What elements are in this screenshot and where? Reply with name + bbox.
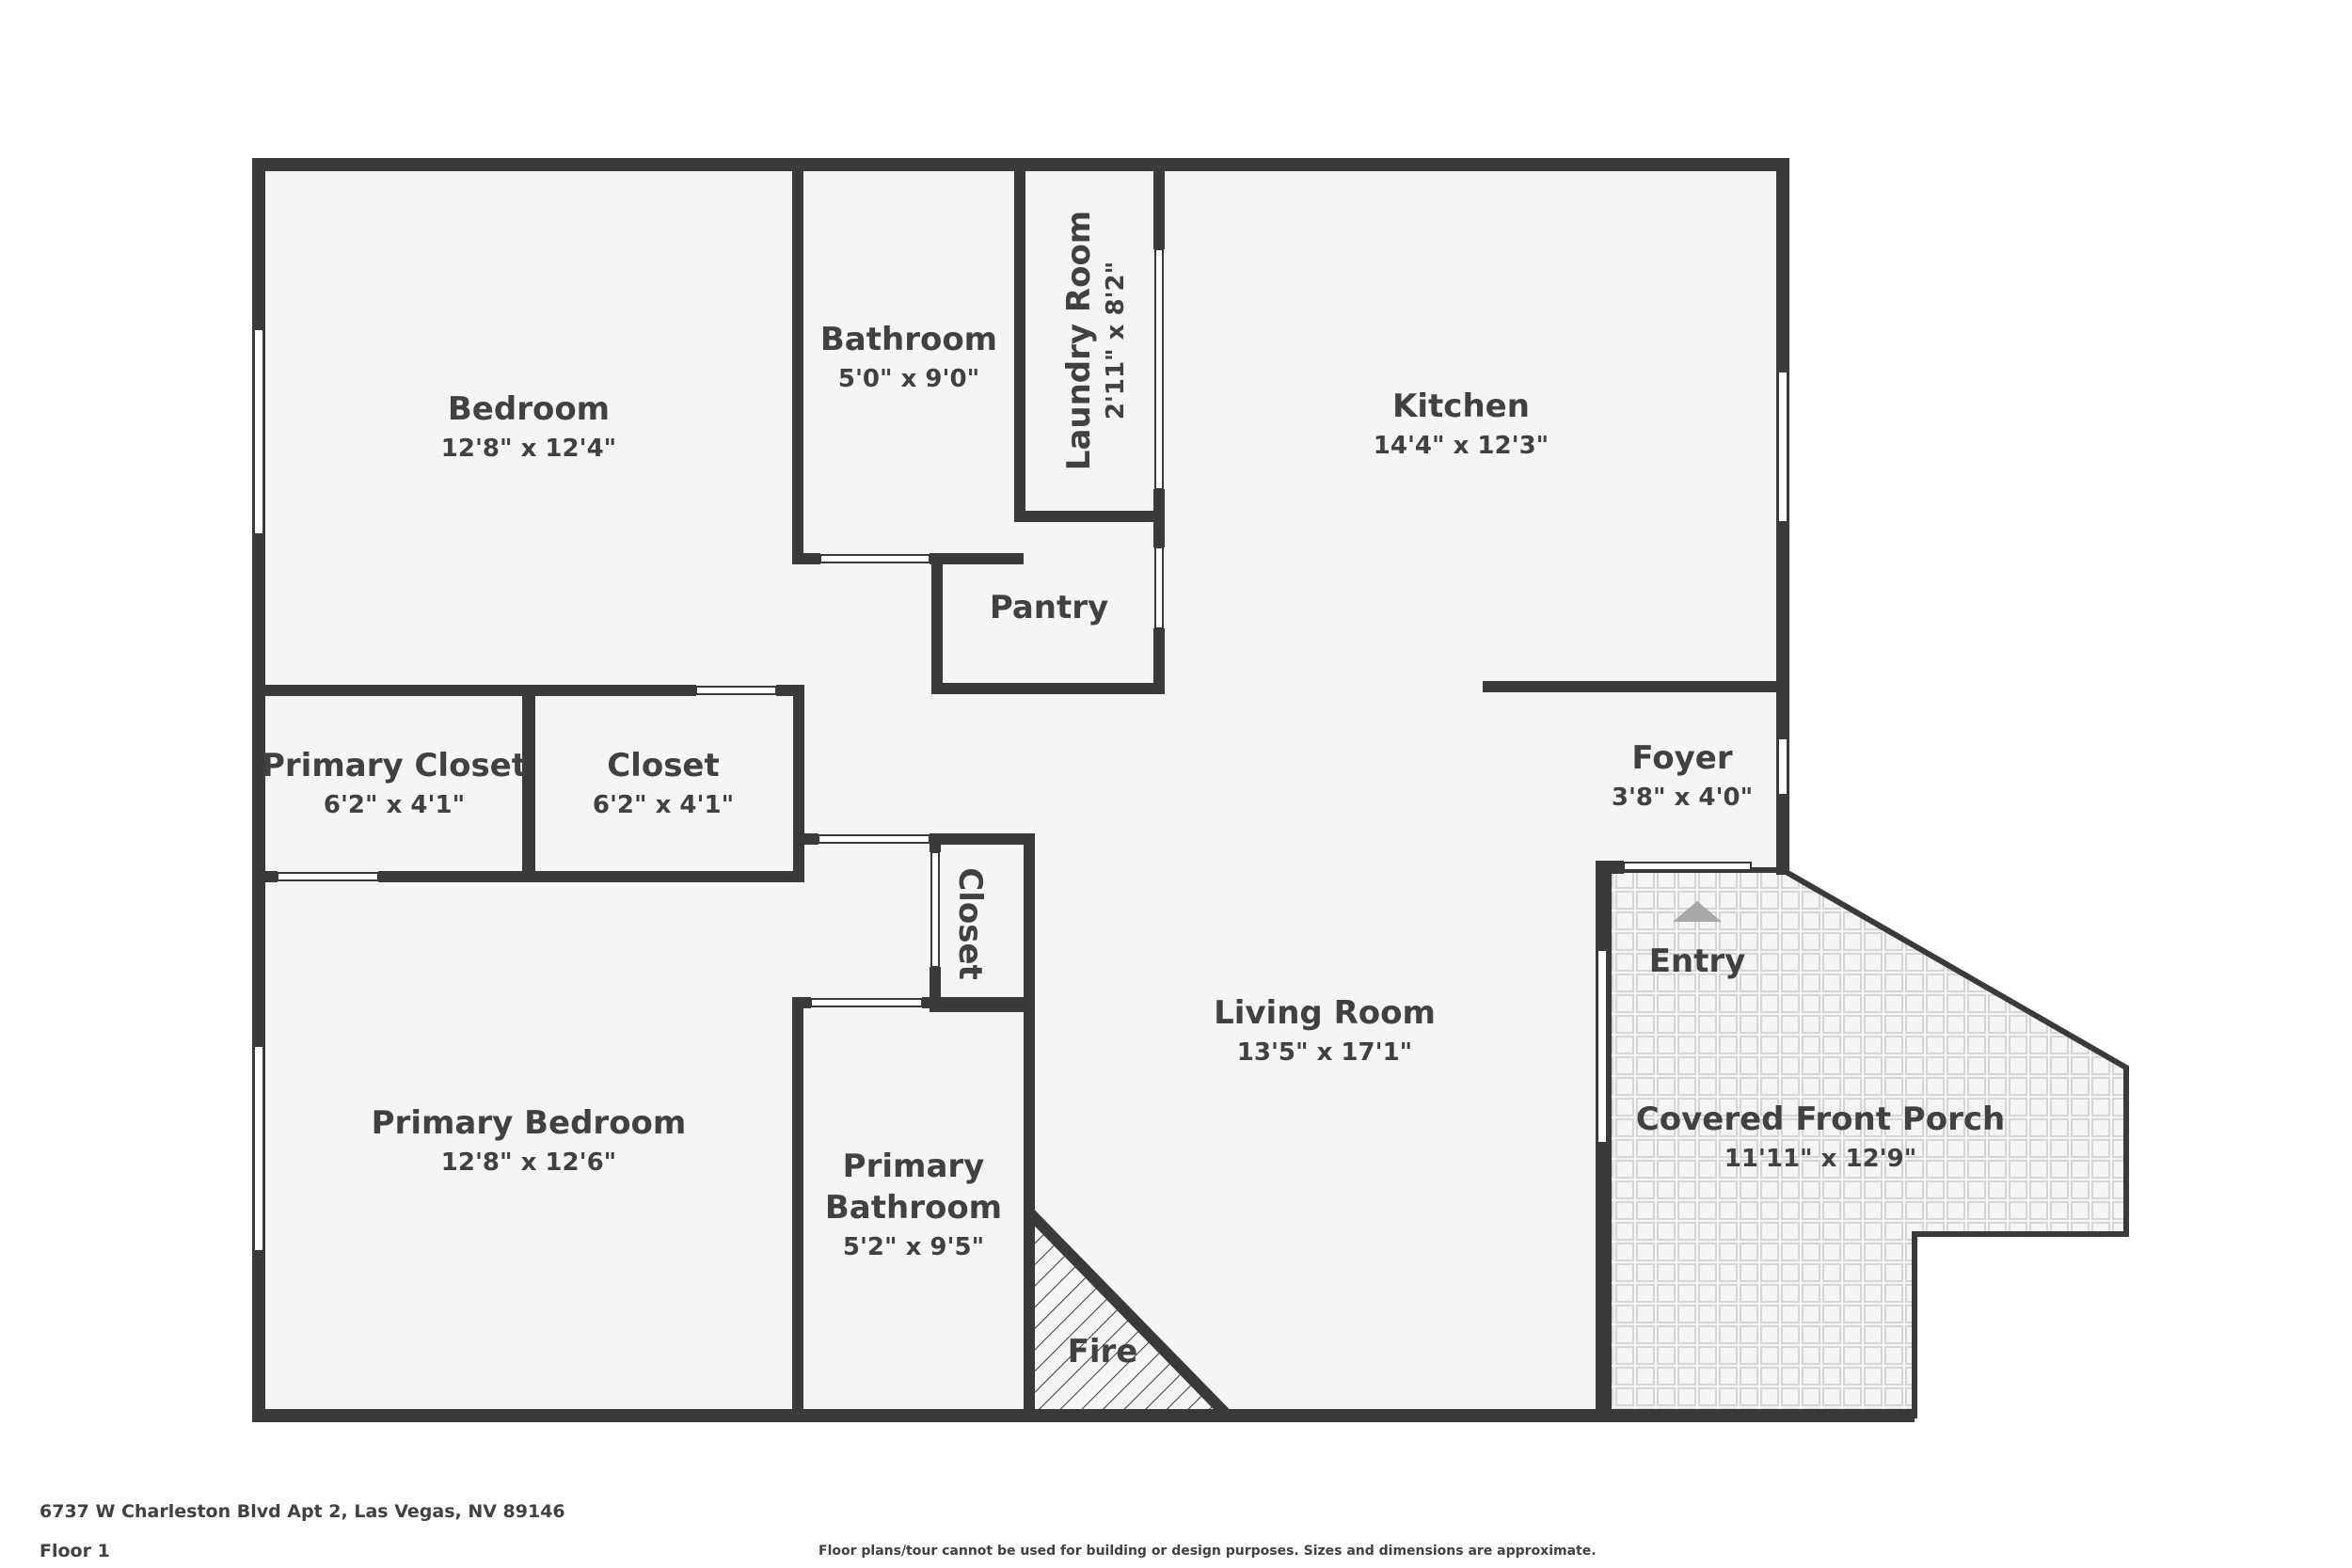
room-name-bedroom: Bedroom bbox=[448, 390, 610, 428]
room-name-small-closet: Closet bbox=[951, 867, 989, 980]
disclaimer-text: Floor plans/tour cannot be used for buil… bbox=[818, 1544, 1597, 1559]
room-dims-primary-bedroom: 12'8" x 12'6" bbox=[441, 1148, 616, 1177]
address-text: 6737 W Charleston Blvd Apt 2, Las Vegas,… bbox=[40, 1501, 565, 1522]
room-name-bathroom: Bathroom bbox=[820, 321, 997, 358]
room-name-fire: Fire bbox=[1068, 1333, 1138, 1370]
room-dims-closet: 6'2" x 4'1" bbox=[593, 791, 734, 819]
room-name-primary-bathroom-line1: Primary bbox=[843, 1148, 985, 1185]
floor-label: Floor 1 bbox=[40, 1541, 110, 1561]
room-name-foyer: Foyer bbox=[1631, 739, 1732, 777]
room-name-entry: Entry bbox=[1649, 942, 1746, 980]
room-name-living-room: Living Room bbox=[1214, 994, 1436, 1032]
room-name-primary-closet: Primary Closet bbox=[262, 747, 527, 784]
room-dims-bedroom: 12'8" x 12'4" bbox=[441, 435, 616, 463]
room-dims-primary-closet: 6'2" x 4'1" bbox=[324, 791, 465, 819]
room-name-primary-bedroom: Primary Bedroom bbox=[372, 1104, 687, 1142]
room-name-covered-porch: Covered Front Porch bbox=[1636, 1101, 2005, 1138]
room-dims-covered-porch: 11'11" x 12'9" bbox=[1724, 1145, 1917, 1173]
room-name-laundry: Laundry Room bbox=[1060, 211, 1098, 470]
room-dims-living-room: 13'5" x 17'1" bbox=[1237, 1038, 1412, 1067]
room-dims-bathroom: 5'0" x 9'0" bbox=[838, 365, 979, 393]
entry-arrow-icon bbox=[1673, 901, 1722, 922]
room-name-pantry: Pantry bbox=[990, 589, 1108, 626]
room-name-primary-bathroom-line2: Bathroom bbox=[825, 1189, 1002, 1227]
room-dims-kitchen: 14'4" x 12'3" bbox=[1374, 432, 1549, 460]
windows bbox=[253, 248, 1788, 1252]
room-dims-laundry: 2'11" x 8'2" bbox=[1102, 261, 1130, 420]
room-name-kitchen: Kitchen bbox=[1392, 388, 1530, 425]
room-dims-foyer: 3'8" x 4'0" bbox=[1612, 784, 1753, 812]
room-name-closet: Closet bbox=[607, 747, 720, 784]
room-dims-primary-bathroom: 5'2" x 9'5" bbox=[843, 1233, 984, 1261]
